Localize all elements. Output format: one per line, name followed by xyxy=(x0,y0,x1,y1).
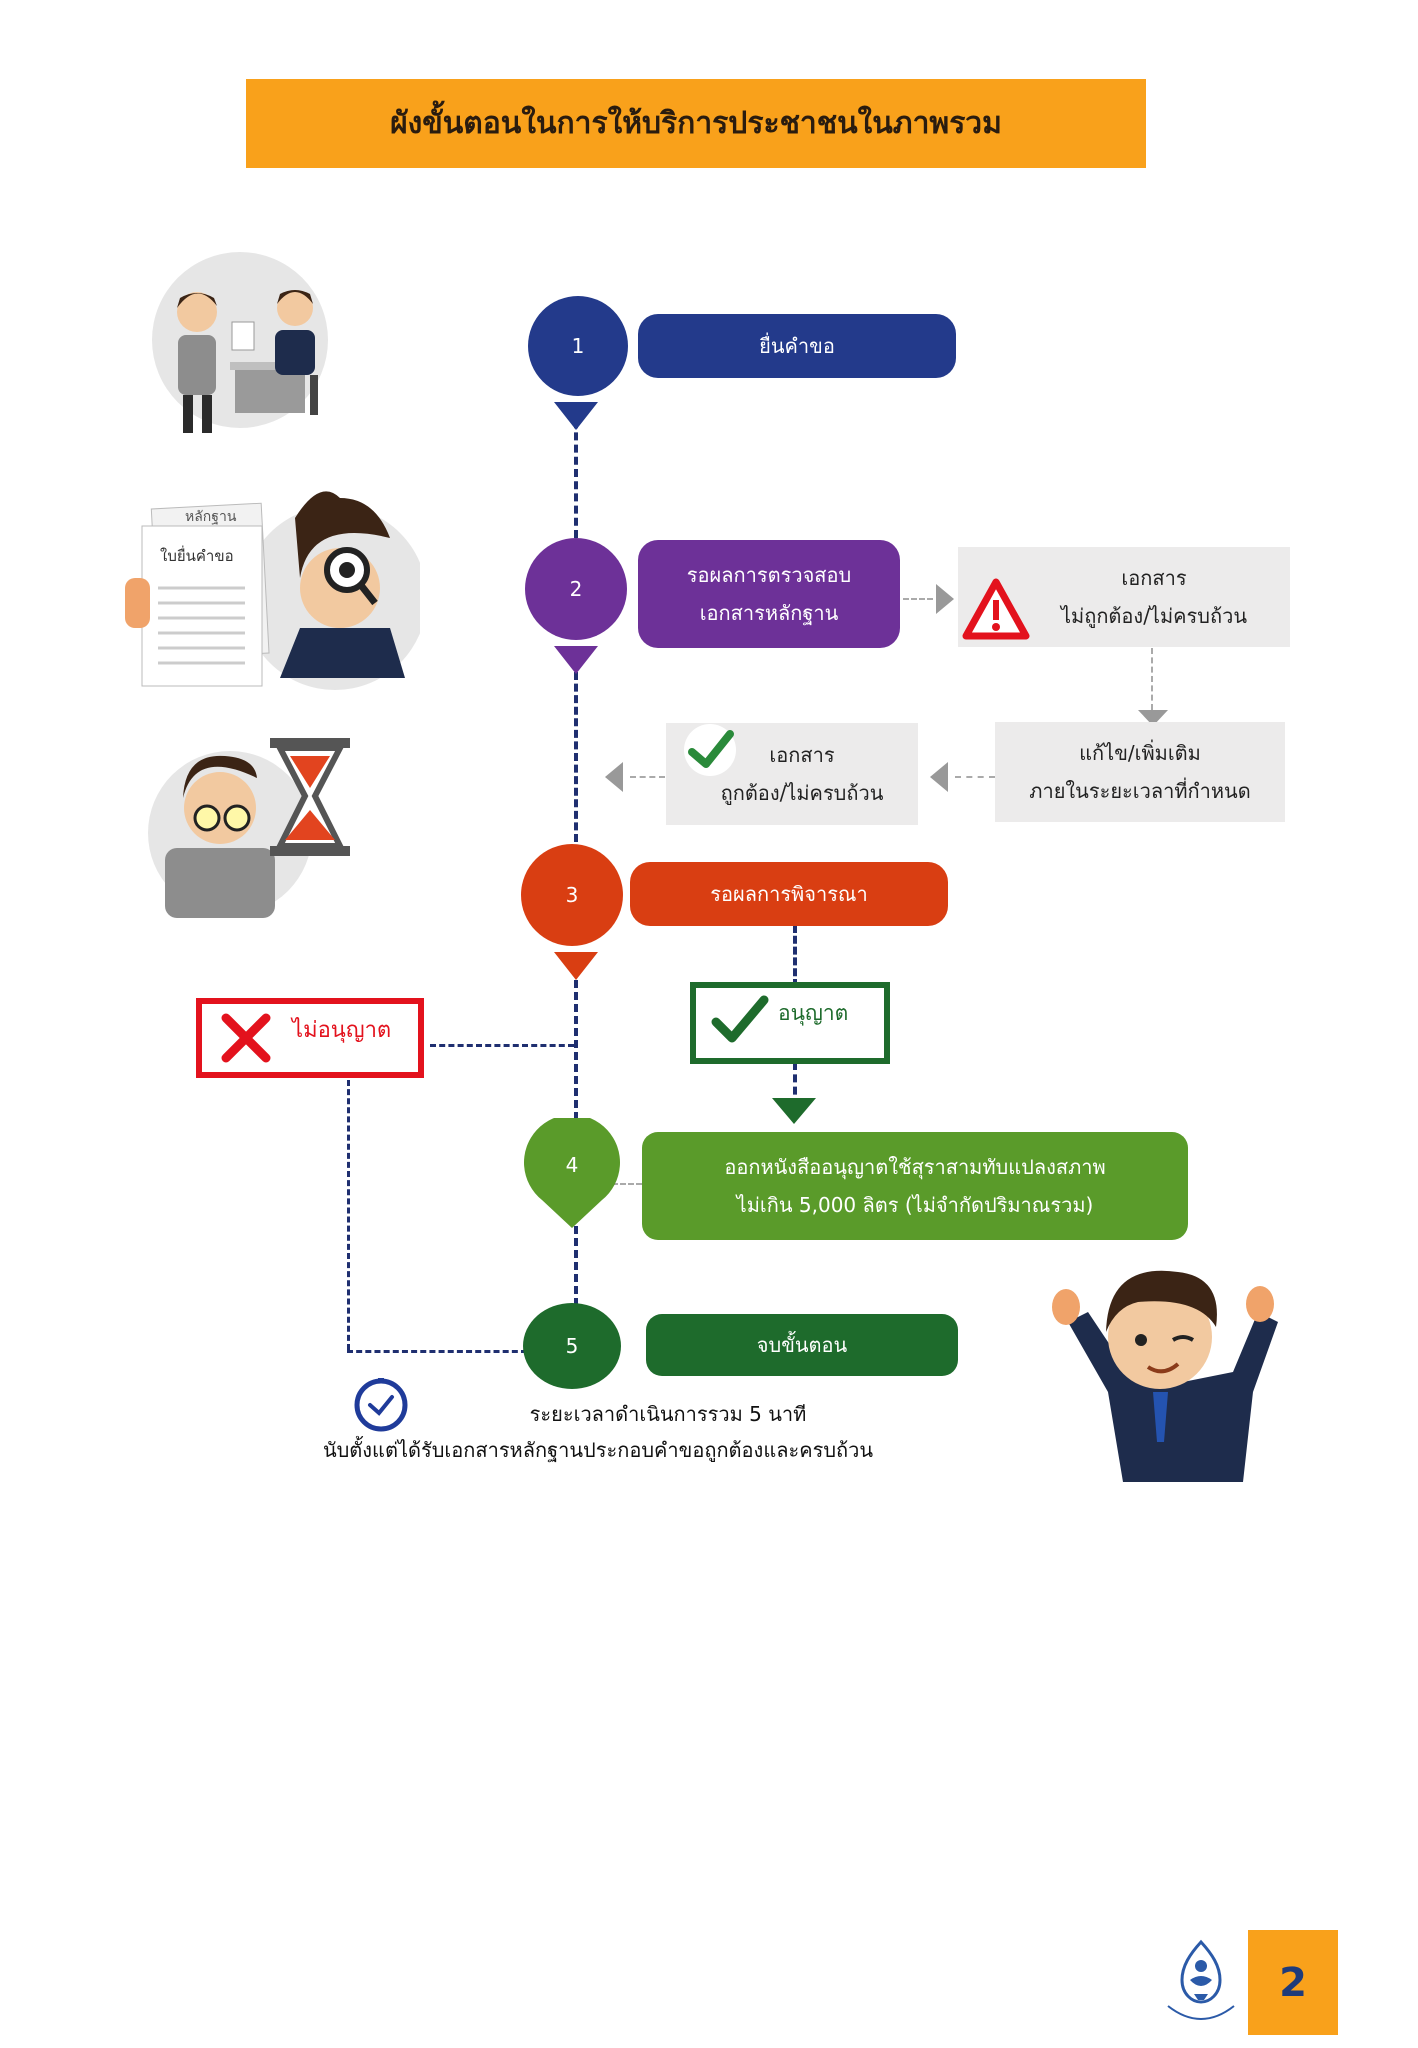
step-4-number: 4 xyxy=(565,1153,579,1177)
step-1-label: ยื่นคำขอ xyxy=(638,314,956,378)
checkmark-icon xyxy=(711,995,769,1043)
connector-4-5 xyxy=(574,1226,578,1306)
step-4-marker xyxy=(524,1118,620,1228)
connector-deny-end xyxy=(347,1350,527,1353)
doc-label-bottom: ใบยื่นคำขอ xyxy=(160,545,234,565)
incomplete-line1: เอกสาร xyxy=(1121,566,1187,590)
connector-approve-4 xyxy=(793,1062,797,1107)
step-2-text-line1: รอผลการตรวจสอบ xyxy=(686,563,852,587)
thumbs-up-businessman-illustration xyxy=(1052,1270,1278,1482)
step-2-text-line2: เอกสารหลักฐาน xyxy=(699,601,839,625)
document-inspection-illustration: หลักฐาน ใบยื่นคำขอ xyxy=(125,491,420,690)
approve-pointer xyxy=(772,1098,816,1124)
duration-line1: ระยะเวลาดำเนินการรวม 5 นาที xyxy=(529,1402,807,1426)
incomplete-line2: ไม่ถูกต้อง/ไม่ครบถ้วน xyxy=(1060,604,1248,628)
step-3-pointer xyxy=(554,952,598,980)
department-seal-logo xyxy=(1167,1939,1235,2020)
two-people-meeting-illustration xyxy=(152,252,328,433)
step-4-text-line1: ออกหนังสืออนุญาตใช้สุราสามทับแปลงสภาพ xyxy=(724,1155,1106,1179)
warning-icon xyxy=(962,578,1030,640)
connector-deny-down xyxy=(347,1080,350,1350)
step-2-label: รอผลการตรวจสอบ เอกสารหลักฐาน xyxy=(638,540,900,648)
clock-icon xyxy=(354,1378,408,1432)
step-5-text: จบขั้นตอน xyxy=(756,1333,848,1357)
doc-label-top: หลักฐาน xyxy=(185,509,237,525)
connector-3-approve xyxy=(793,925,797,987)
page-number: 2 xyxy=(1248,1930,1338,2035)
connector-to-fix xyxy=(1151,648,1153,710)
arrow-left-icon xyxy=(930,762,948,792)
approve-label: อนุญาต xyxy=(778,1001,849,1025)
step-3-label: รอผลการพิจารณา xyxy=(630,862,948,926)
complete-line2: ถูกต้อง/ไม่ครบถ้วน xyxy=(720,781,884,805)
duration-note: ระยะเวลาดำเนินการรวม 5 นาที นับตั้งแต่ได… xyxy=(318,1396,878,1468)
step-3-circle: 3 xyxy=(521,844,623,946)
connector-3-4 xyxy=(574,980,578,1120)
deny-label: ไม่อนุญาต xyxy=(292,1018,392,1043)
deny-box xyxy=(196,998,424,1078)
connector-1-2 xyxy=(574,408,578,538)
step-3-text: รอผลการพิจารณา xyxy=(710,882,868,906)
page-title: ผังขั้นตอนในการให้บริการประชาชนในภาพรวม xyxy=(246,79,1146,168)
step-1-pointer xyxy=(554,402,598,430)
connector-4-label xyxy=(612,1183,642,1185)
connector-to-incomplete xyxy=(903,598,933,600)
step-1-text: ยื่นคำขอ xyxy=(759,334,835,358)
waiting-hourglass-illustration xyxy=(148,738,350,918)
complete-line1: เอกสาร xyxy=(769,743,835,767)
step-5-circle: 5 xyxy=(523,1303,621,1389)
connector-2-3 xyxy=(574,672,578,842)
step-1-circle: 1 xyxy=(528,296,628,396)
step-4-text-line2: ไม่เกิน 5,000 ลิตร (ไม่จำกัดปริมาณรวม) xyxy=(736,1193,1094,1217)
step-5-label: จบขั้นตอน xyxy=(646,1314,958,1376)
arrow-right-icon xyxy=(936,584,954,614)
step-4-label: ออกหนังสืออนุญาตใช้สุราสามทับแปลงสภาพ ไม… xyxy=(642,1132,1188,1240)
connector-fix-to-complete xyxy=(955,776,995,778)
arrow-down-icon xyxy=(1138,710,1168,726)
fix-documents-box: แก้ไข/เพิ่มเติม ภายในระยะเวลาที่กำหนด xyxy=(995,722,1285,822)
connector-deny xyxy=(430,1044,574,1047)
step-2-pointer xyxy=(554,646,598,674)
cross-icon xyxy=(221,1013,271,1063)
step-2-circle: 2 xyxy=(525,538,627,640)
fix-line2: ภายในระยะเวลาที่กำหนด xyxy=(1029,779,1251,803)
fix-line1: แก้ไข/เพิ่มเติม xyxy=(1079,741,1201,765)
duration-line2: นับตั้งแต่ได้รับเอกสารหลักฐานประกอบคำขอถ… xyxy=(322,1438,874,1462)
check-circle-icon xyxy=(684,724,736,776)
arrow-left-icon xyxy=(605,762,623,792)
connector-complete-to-flow xyxy=(630,776,665,778)
